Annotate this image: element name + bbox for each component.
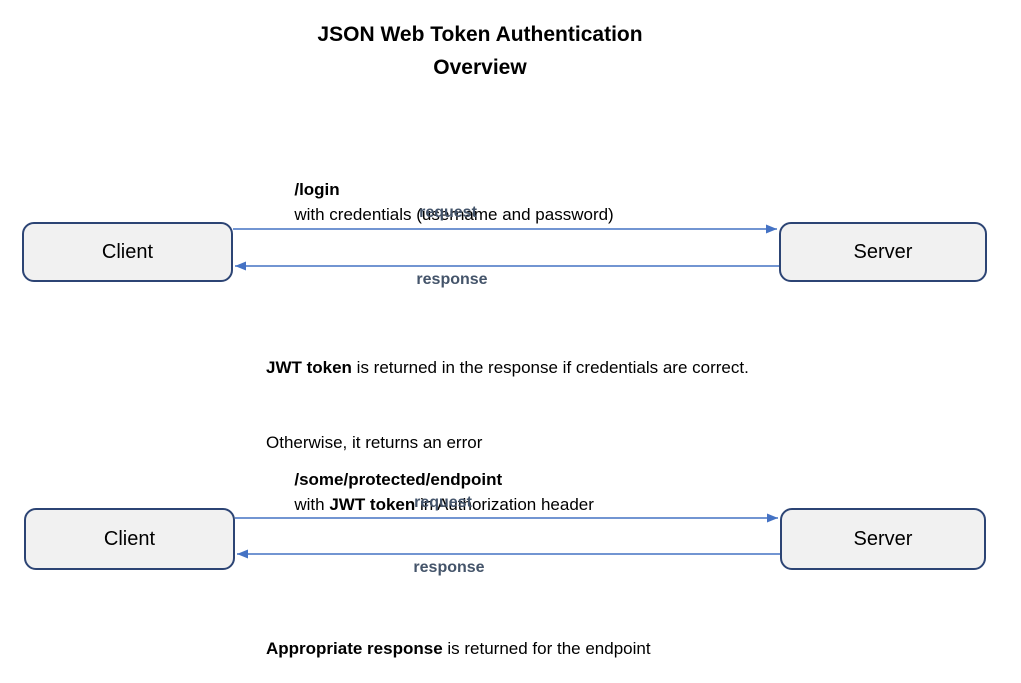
server-node-2: Server [780,508,986,570]
protected-result-note: Appropriate response is returned for the… [266,586,651,683]
protected-request-label: request [414,494,472,511]
login-desc-pre: with credentials (username and password) [294,205,614,224]
server-node-1-label: Server [853,240,913,263]
login-note-line-2: Otherwise, it returns an error [266,433,483,452]
protected-note-line-1: Appropriate response is returned for the… [266,636,651,661]
client-node-2: Client [24,508,235,570]
protected-response-label: response [413,559,485,576]
client-node-1-label: Client [101,240,154,263]
protected-desc-pre: with [294,495,330,514]
login-arrows [233,224,779,271]
protected-arrows [235,513,780,559]
client-node-1: Client [22,222,233,282]
protected-endpoint-text: /some/protected/endpoint [294,470,503,489]
login-note-bold: JWT token [266,358,352,377]
login-request-label: request [419,204,477,221]
protected-note-rest: is returned for the endpoint [442,639,651,658]
diagram-title: JSON Web Token Authentication Overview [0,18,960,84]
login-note-rest: is returned in the response if credentia… [351,358,749,377]
server-node-2-label: Server [853,527,913,550]
client-node-2-label: Client [103,527,156,550]
title-line-2: Overview [433,56,527,79]
login-note-line-1: JWT token is returned in the response if… [266,355,749,380]
login-endpoint-label: /login [266,152,340,227]
title-line-1: JSON Web Token Authentication [317,23,643,46]
login-response-label: response [416,271,488,288]
server-node-1: Server [779,222,987,282]
login-endpoint-text: /login [294,180,340,199]
protected-desc-post: in Authorization header [415,495,594,514]
protected-description: with JWT token in Authorization header [266,467,594,542]
protected-desc-bold: JWT token [329,495,416,514]
login-description: with credentials (username and password) [266,177,614,252]
login-result-note: JWT token is returned in the response if… [266,305,749,505]
protected-note-bold: Appropriate response [266,639,443,658]
protected-endpoint-label: /some/protected/endpoint [266,442,502,517]
